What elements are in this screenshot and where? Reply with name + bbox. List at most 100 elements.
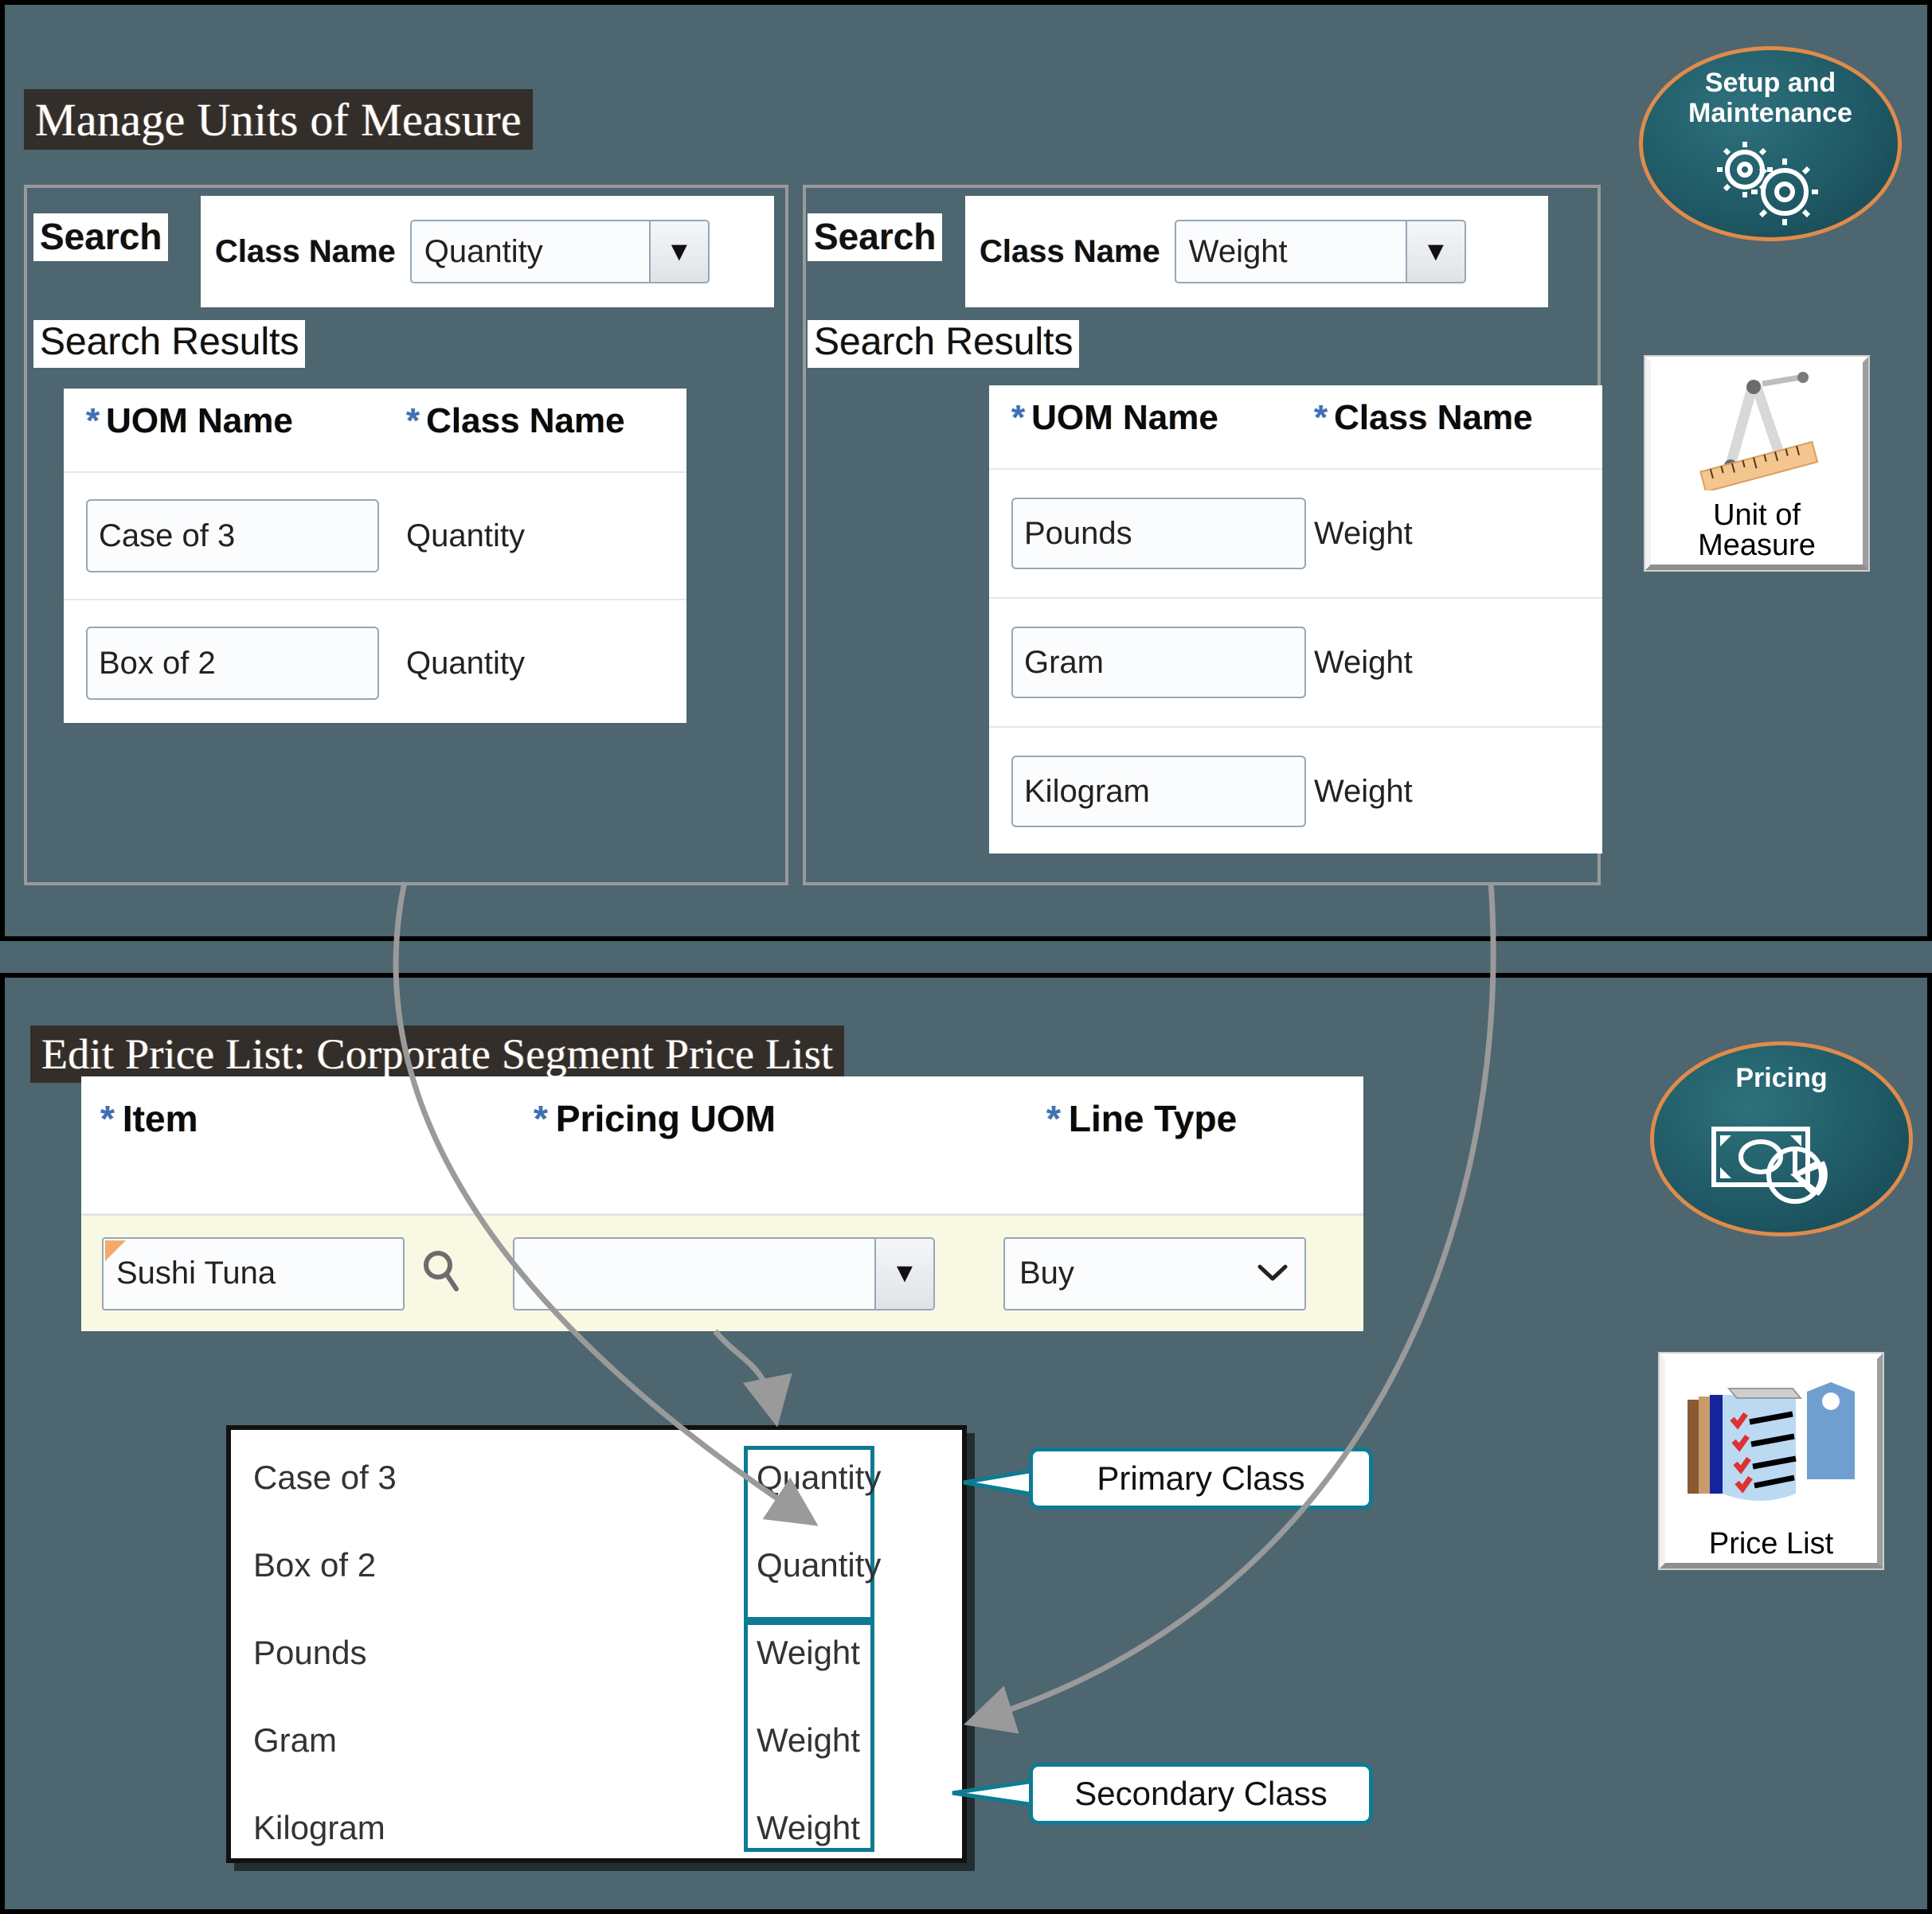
column-header-uom-name: *UOM Name — [989, 398, 1314, 438]
column-header-item: *Item — [81, 1076, 514, 1213]
setup-and-maintenance-badge[interactable]: Setup and Maintenance — [1639, 46, 1902, 241]
pricing-badge[interactable]: Pricing — [1650, 1041, 1913, 1236]
results-table-weight: *UOM Name *Class Name Pounds Weight Gram… — [989, 385, 1602, 853]
uom-name-input[interactable]: Pounds — [1011, 498, 1306, 569]
money-piechart-icon — [1654, 1093, 1909, 1232]
column-header-pricing-uom: *Pricing UOM — [514, 1076, 1027, 1213]
pricing-uom-value[interactable] — [513, 1236, 874, 1311]
form-header-row: *Item *Pricing UOM *Line Type — [81, 1076, 1363, 1213]
uom-name-input[interactable]: Box of 2 — [86, 627, 379, 700]
uom-name-input[interactable]: Gram — [1011, 627, 1306, 698]
pricing-uom-dropdown[interactable]: ▼ — [513, 1236, 935, 1311]
results-table-quantity: *UOM Name *Class Name Case of 3 Quantity… — [64, 389, 686, 723]
required-asterisk: * — [86, 401, 100, 440]
unit-of-measure-tile[interactable]: Unit of Measure — [1645, 357, 1868, 570]
required-corner-marker — [105, 1240, 126, 1261]
table-header-row: *UOM Name *Class Name — [64, 389, 686, 471]
table-row[interactable]: Kilogram Weight — [989, 726, 1602, 855]
setup-badge-label: Setup and Maintenance — [1688, 68, 1852, 128]
search-results-label-quantity: Search Results — [33, 320, 306, 368]
list-item-class: Quantity — [757, 1459, 882, 1496]
list-item[interactable]: Kilogram — [253, 1809, 385, 1846]
uom-name-input[interactable]: Case of 3 — [86, 499, 379, 572]
magnifier-icon[interactable] — [419, 1248, 462, 1299]
column-header-class-name-text: Class Name — [426, 401, 625, 440]
line-type-select[interactable]: Buy — [1003, 1236, 1306, 1311]
class-name-value: Weight — [1314, 515, 1413, 551]
column-header-class-name-text: Class Name — [1334, 398, 1533, 437]
pricing-uom-options-list[interactable]: Case of 3 Box of 2 Pounds Gram Kilogram … — [226, 1425, 967, 1863]
primary-class-group-box — [744, 1446, 874, 1621]
column-header-uom-name-text: UOM Name — [106, 401, 293, 440]
uom-tile-line2: Measure — [1698, 529, 1816, 563]
required-asterisk: * — [100, 1098, 115, 1139]
column-header-uom-name-text: UOM Name — [1031, 398, 1218, 437]
column-header-class-name: *Class Name — [406, 401, 625, 441]
list-item-class: Weight — [757, 1809, 860, 1846]
setup-badge-label-line1: Setup and — [1704, 68, 1836, 98]
column-header-line-type-text: Line Type — [1068, 1098, 1238, 1139]
class-name-value: Quantity — [406, 645, 525, 681]
price-list-tile[interactable]: Price List — [1660, 1353, 1883, 1568]
column-header-class-name: *Class Name — [1314, 398, 1533, 438]
uom-tile-line1: Unit of — [1713, 498, 1801, 532]
column-header-pricing-uom-text: Pricing UOM — [555, 1098, 776, 1139]
required-asterisk: * — [534, 1098, 548, 1139]
item-field-value: Sushi Tuna — [116, 1256, 276, 1291]
page-title-edit-price-list: Edit Price List: Corporate Segment Price… — [30, 1025, 845, 1083]
list-item-class: Weight — [757, 1721, 860, 1759]
list-item[interactable]: Gram — [253, 1721, 337, 1759]
chevron-down-icon[interactable] — [1255, 1256, 1290, 1291]
top-section-frame — [0, 0, 1932, 941]
chevron-down-icon[interactable]: ▼ — [648, 220, 710, 283]
list-item-class: Weight — [757, 1634, 860, 1671]
form-body-row: Sushi Tuna ▼ Buy — [81, 1213, 1363, 1331]
class-name-row-quantity: Class Name Quantity ▼ — [201, 196, 774, 307]
table-header-row: *UOM Name *Class Name — [989, 385, 1602, 468]
search-results-label-weight: Search Results — [808, 320, 1080, 368]
uom-name-input[interactable]: Kilogram — [1011, 756, 1306, 827]
column-header-uom-name: *UOM Name — [64, 401, 406, 441]
column-header-line-type: *Line Type — [1027, 1076, 1237, 1213]
required-asterisk: * — [1046, 1098, 1061, 1139]
price-list-tile-caption: Price List — [1708, 1527, 1834, 1561]
secondary-class-group-box — [744, 1621, 874, 1852]
table-row[interactable]: Case of 3 Quantity — [64, 471, 686, 599]
required-asterisk: * — [1314, 398, 1328, 437]
chevron-down-icon[interactable]: ▼ — [874, 1236, 935, 1311]
class-name-value: Quantity — [406, 518, 525, 553]
table-row[interactable]: Box of 2 Quantity — [64, 599, 686, 726]
list-item[interactable]: Box of 2 — [253, 1546, 377, 1584]
class-name-dropdown-quantity[interactable]: Quantity ▼ — [409, 220, 710, 283]
class-name-label-weight: Class Name — [980, 233, 1160, 269]
class-name-value: Weight — [1314, 773, 1413, 809]
price-list-form: *Item *Pricing UOM *Line Type Sushi Tuna — [81, 1076, 1363, 1331]
class-name-value-weight[interactable]: Weight — [1174, 220, 1406, 283]
column-header-item-text: Item — [122, 1098, 198, 1139]
clipboard-tag-icon — [1665, 1359, 1877, 1529]
list-item[interactable]: Pounds — [253, 1634, 367, 1671]
item-field[interactable]: Sushi Tuna — [102, 1236, 405, 1311]
list-item[interactable]: Case of 3 — [253, 1459, 397, 1496]
class-name-value-quantity[interactable]: Quantity — [409, 220, 649, 283]
search-label-quantity: Search — [33, 213, 169, 261]
setup-badge-label-line2: Maintenance — [1688, 98, 1852, 129]
table-row[interactable]: Gram Weight — [989, 597, 1602, 726]
pricing-badge-label: Pricing — [1735, 1063, 1828, 1093]
chevron-down-icon[interactable]: ▼ — [1405, 220, 1466, 283]
compass-ruler-icon — [1651, 362, 1863, 500]
class-name-dropdown-weight[interactable]: Weight ▼ — [1174, 220, 1466, 283]
search-label-weight: Search — [808, 213, 943, 261]
list-item-class: Quantity — [757, 1546, 882, 1584]
callout-secondary-class: Secondary Class — [1029, 1763, 1373, 1825]
gears-icon — [1643, 128, 1898, 237]
required-asterisk: * — [1011, 398, 1026, 437]
line-type-value: Buy — [1019, 1256, 1074, 1291]
unit-of-measure-tile-caption: Unit of Measure — [1698, 498, 1816, 563]
table-row[interactable]: Pounds Weight — [989, 468, 1602, 597]
class-name-row-weight: Class Name Weight ▼ — [965, 196, 1548, 307]
bottom-section-frame — [0, 973, 1932, 1914]
page-title-manage-uom: Manage Units of Measure — [24, 89, 533, 150]
required-asterisk: * — [406, 401, 420, 440]
